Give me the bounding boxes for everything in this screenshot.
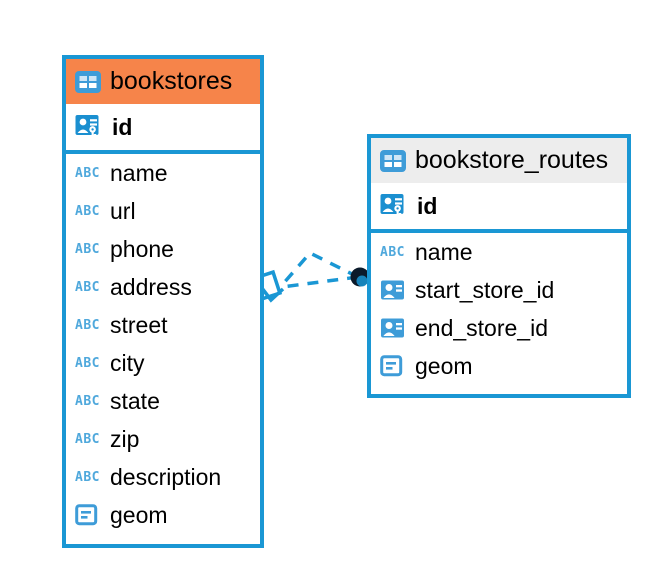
field-label: geom xyxy=(110,501,168,528)
field-list-bookstores: id ABC name ABC url xyxy=(66,104,260,534)
geometry-icon xyxy=(380,354,406,378)
field-row-name[interactable]: ABC name xyxy=(371,233,627,271)
text-abc-icon: ABC xyxy=(75,429,101,449)
svg-text:ABC: ABC xyxy=(75,394,100,409)
field-row-name[interactable]: ABC name xyxy=(66,154,260,192)
text-abc-icon: ABC xyxy=(75,239,101,259)
field-row-id[interactable]: id xyxy=(66,104,260,150)
field-row-state[interactable]: ABC state xyxy=(66,382,260,420)
field-row-id[interactable]: id xyxy=(371,183,627,229)
field-label: geom xyxy=(415,352,473,379)
primary-key-icon xyxy=(380,193,408,219)
text-abc-icon: ABC xyxy=(75,315,101,335)
primary-key-icon xyxy=(75,114,103,140)
svg-text:ABC: ABC xyxy=(75,242,100,257)
field-row-end-store-id[interactable]: end_store_id xyxy=(371,309,627,347)
text-abc-icon: ABC xyxy=(75,277,101,297)
field-label: description xyxy=(110,463,222,490)
entity-title: bookstore_routes xyxy=(415,146,609,174)
svg-text:ABC: ABC xyxy=(75,356,100,371)
field-label: name xyxy=(415,238,473,265)
field-row-phone[interactable]: ABC phone xyxy=(66,230,260,268)
table-icon xyxy=(75,70,101,93)
svg-text:ABC: ABC xyxy=(75,166,100,181)
field-row-description[interactable]: ABC description xyxy=(66,458,260,496)
field-label: id xyxy=(417,192,438,219)
field-label: street xyxy=(110,311,168,338)
svg-text:ABC: ABC xyxy=(75,204,100,219)
text-abc-icon: ABC xyxy=(380,242,406,262)
text-abc-icon: ABC xyxy=(75,391,101,411)
field-row-zip[interactable]: ABC zip xyxy=(66,420,260,458)
entity-header-bookstore-routes[interactable]: bookstore_routes xyxy=(371,138,627,183)
field-row-url[interactable]: ABC url xyxy=(66,192,260,230)
text-abc-icon: ABC xyxy=(75,467,101,487)
entity-bookstores[interactable]: bookstores xyxy=(62,55,264,548)
field-row-address[interactable]: ABC address xyxy=(66,268,260,306)
field-label: url xyxy=(110,197,136,224)
field-label: name xyxy=(110,159,168,186)
field-label: phone xyxy=(110,235,174,262)
field-list-bookstore-routes: id ABC name xyxy=(371,183,627,385)
relationship-branch-lower xyxy=(281,275,359,289)
field-row-geom[interactable]: geom xyxy=(371,347,627,385)
field-row-start-store-id[interactable]: start_store_id xyxy=(371,271,627,309)
svg-text:ABC: ABC xyxy=(75,280,100,295)
text-abc-icon: ABC xyxy=(75,353,101,373)
svg-text:ABC: ABC xyxy=(75,318,100,333)
field-row-city[interactable]: ABC city xyxy=(66,344,260,382)
field-label: start_store_id xyxy=(415,276,555,303)
field-label: state xyxy=(110,387,160,414)
entity-title: bookstores xyxy=(110,67,233,95)
entity-header-bookstores[interactable]: bookstores xyxy=(66,59,260,104)
field-row-geom[interactable]: geom xyxy=(66,496,260,534)
field-label: city xyxy=(110,349,145,376)
field-label: address xyxy=(110,273,192,300)
field-row-street[interactable]: ABC street xyxy=(66,306,260,344)
svg-text:ABC: ABC xyxy=(380,245,405,260)
field-label: zip xyxy=(110,425,140,452)
text-abc-icon: ABC xyxy=(75,163,101,183)
geometry-icon xyxy=(75,503,101,527)
primary-key-separator xyxy=(66,150,260,154)
primary-key-separator xyxy=(371,229,627,233)
entity-bookstore-routes[interactable]: bookstore_routes xyxy=(367,134,631,398)
filled-circle-marker-highlight xyxy=(356,275,368,287)
text-abc-icon: ABC xyxy=(75,201,101,221)
foreign-key-icon xyxy=(380,278,406,302)
svg-text:ABC: ABC xyxy=(75,470,100,485)
foreign-key-icon xyxy=(380,316,406,340)
relationship-branch-upper xyxy=(280,250,359,287)
field-label: end_store_id xyxy=(415,314,548,341)
field-label: id xyxy=(112,113,133,140)
svg-text:ABC: ABC xyxy=(75,432,100,447)
table-icon xyxy=(380,149,406,172)
